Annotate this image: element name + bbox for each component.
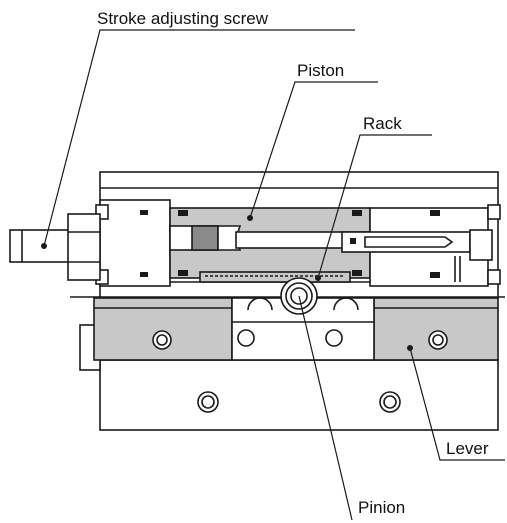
stroke-adjusting-screw xyxy=(9,213,101,281)
label-piston: Piston xyxy=(297,61,344,80)
mounting-holes xyxy=(197,391,401,413)
pinion xyxy=(280,277,318,315)
leader-lines xyxy=(43,29,505,521)
piston-body xyxy=(169,207,371,279)
leader-piston xyxy=(249,81,378,219)
label-rack: Rack xyxy=(363,114,402,133)
label-pinion: Pinion xyxy=(358,498,405,517)
lever-right xyxy=(373,297,499,361)
left-end-cap xyxy=(95,199,171,287)
leader-stroke-screw xyxy=(43,29,355,247)
piston-seals xyxy=(140,210,362,277)
leader-rack xyxy=(317,134,432,279)
rack xyxy=(199,271,351,283)
label-lever: Lever xyxy=(446,439,489,458)
label-stroke-adjusting-screw: Stroke adjusting screw xyxy=(97,9,269,28)
right-end-cap xyxy=(341,204,501,287)
leader-lever xyxy=(409,347,505,461)
lever-left xyxy=(93,297,233,361)
leader-pinion xyxy=(298,295,353,521)
right-seals xyxy=(350,210,440,278)
